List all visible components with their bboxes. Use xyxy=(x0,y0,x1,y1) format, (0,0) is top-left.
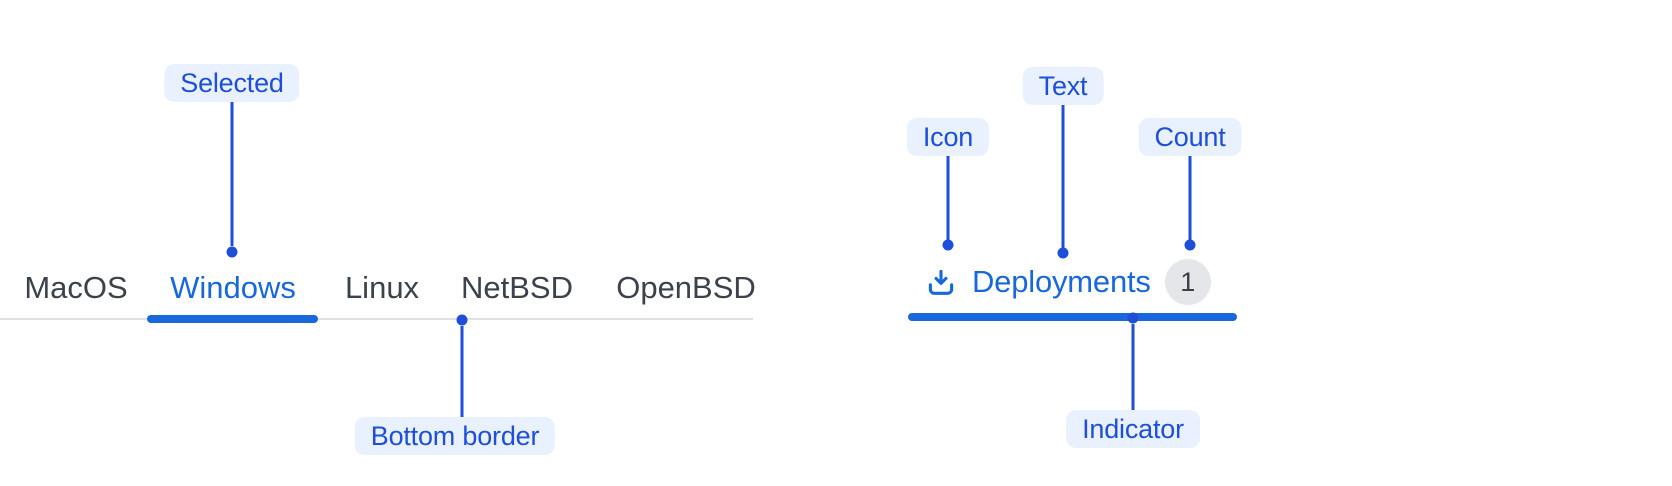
bottom-border-connector-dot xyxy=(456,314,468,326)
tab-item-macos[interactable]: MacOS xyxy=(24,270,128,305)
tab-item-windows[interactable]: Windows xyxy=(170,270,296,305)
annotation-pill-count: Count xyxy=(1138,118,1242,156)
bottom-border-connector-line xyxy=(460,326,464,417)
selected-tab-underline xyxy=(147,315,318,323)
tab-indicator xyxy=(908,313,1237,321)
annotation-pill-bottom-border: Bottom border xyxy=(354,417,556,455)
count-connector-line xyxy=(1188,156,1192,240)
count-badge: 1 xyxy=(1164,259,1211,305)
annotation-pill-indicator: Indicator xyxy=(1066,410,1200,448)
icon-connector-line xyxy=(946,156,950,240)
annotation-pill-icon: Icon xyxy=(906,118,990,156)
tab-item-linux[interactable]: Linux xyxy=(344,270,420,305)
text-connector-dot xyxy=(1057,247,1069,259)
tab-item-openbsd[interactable]: OpenBSD xyxy=(616,270,756,305)
tab-item-netbsd[interactable]: NetBSD xyxy=(461,270,573,305)
icon-connector-dot xyxy=(942,239,954,251)
tab-item-deployments[interactable]: Deployments 1 xyxy=(924,256,1211,308)
tab-label: Deployments xyxy=(972,264,1151,299)
download-icon xyxy=(924,265,958,299)
selected-connector-line xyxy=(230,102,234,246)
indicator-connector-line xyxy=(1131,324,1135,410)
tab-bottom-border xyxy=(0,318,753,320)
selected-connector-dot xyxy=(226,246,238,258)
annotation-pill-text: Text xyxy=(1022,67,1104,105)
annotation-pill-selected: Selected xyxy=(164,64,300,102)
count-connector-dot xyxy=(1184,239,1196,251)
text-connector-line xyxy=(1061,105,1065,248)
indicator-connector-dot xyxy=(1127,312,1139,324)
